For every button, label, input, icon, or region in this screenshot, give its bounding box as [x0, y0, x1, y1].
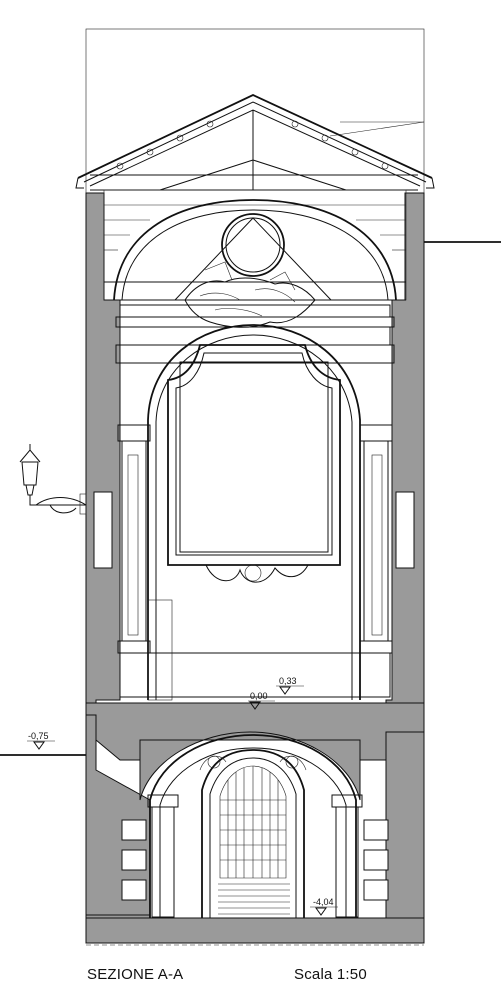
- level-marker-minus-0-75: -0,75: [28, 731, 49, 750]
- level-label-first-floor: 0,33: [279, 676, 297, 686]
- level-marker-0-33: 0,33: [276, 676, 304, 695]
- wall-lantern-icon: [19, 444, 87, 515]
- roof: [75, 94, 435, 191]
- level-label-ground: 0,00: [250, 691, 268, 701]
- level-label-street: -0,75: [28, 731, 49, 741]
- level-label-basement: -4,04: [313, 897, 334, 907]
- section-title: SEZIONE A-A: [87, 966, 184, 983]
- scale-label: Scala 1:50: [294, 966, 367, 983]
- basement-chapel: [121, 734, 389, 918]
- ground-lines: [0, 241, 501, 756]
- level-marker-minus-4-04: -4,04: [310, 897, 338, 916]
- sculpture-ornament: [184, 261, 316, 328]
- level-marker-0-00: 0,00: [248, 691, 275, 710]
- masonry-gable: [103, 189, 407, 301]
- chapel-upper: [93, 304, 415, 701]
